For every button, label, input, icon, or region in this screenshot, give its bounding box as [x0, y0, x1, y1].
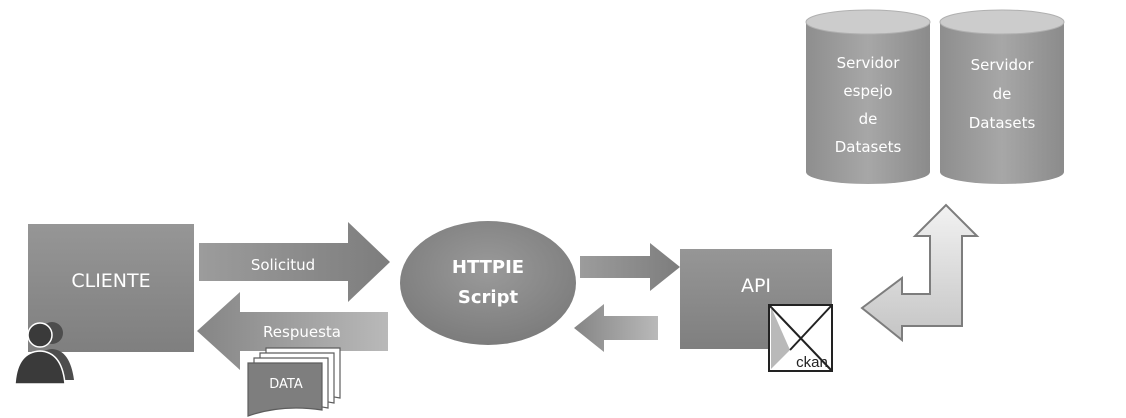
database-mirror-node: Servidor espejo de Datasets [805, 9, 931, 184]
ckan-logo-icon: ckan [768, 304, 833, 372]
database-mirror-line3: de [859, 110, 878, 128]
database-main-line1: Servidor [971, 56, 1035, 74]
data-document-stack: DATA [247, 347, 341, 417]
api-to-datasets-arrow [860, 203, 980, 343]
database-mirror-line2: espejo [843, 82, 892, 100]
script-label-line2: Script [458, 287, 519, 308]
database-main-node: Servidor de Datasets [939, 9, 1065, 184]
request-label: Solicitud [251, 256, 315, 274]
api-to-script-arrow [574, 304, 658, 352]
database-mirror-line4: Datasets [835, 138, 902, 156]
database-main-line2: de [993, 85, 1012, 103]
httpie-script-node: HTTPIE Script [400, 221, 576, 345]
request-arrow: Solicitud [199, 222, 390, 302]
data-label: DATA [269, 377, 303, 392]
database-main-line3: Datasets [969, 114, 1036, 132]
api-label: API [741, 275, 771, 297]
script-to-api-arrow [580, 243, 680, 291]
users-icon [14, 322, 74, 385]
response-label: Respuesta [263, 323, 341, 341]
cliente-label: CLIENTE [71, 270, 150, 292]
database-mirror-line1: Servidor [837, 54, 901, 72]
ckan-logo-text: ckan [796, 354, 828, 371]
script-label-line1: HTTPIE [452, 257, 524, 278]
